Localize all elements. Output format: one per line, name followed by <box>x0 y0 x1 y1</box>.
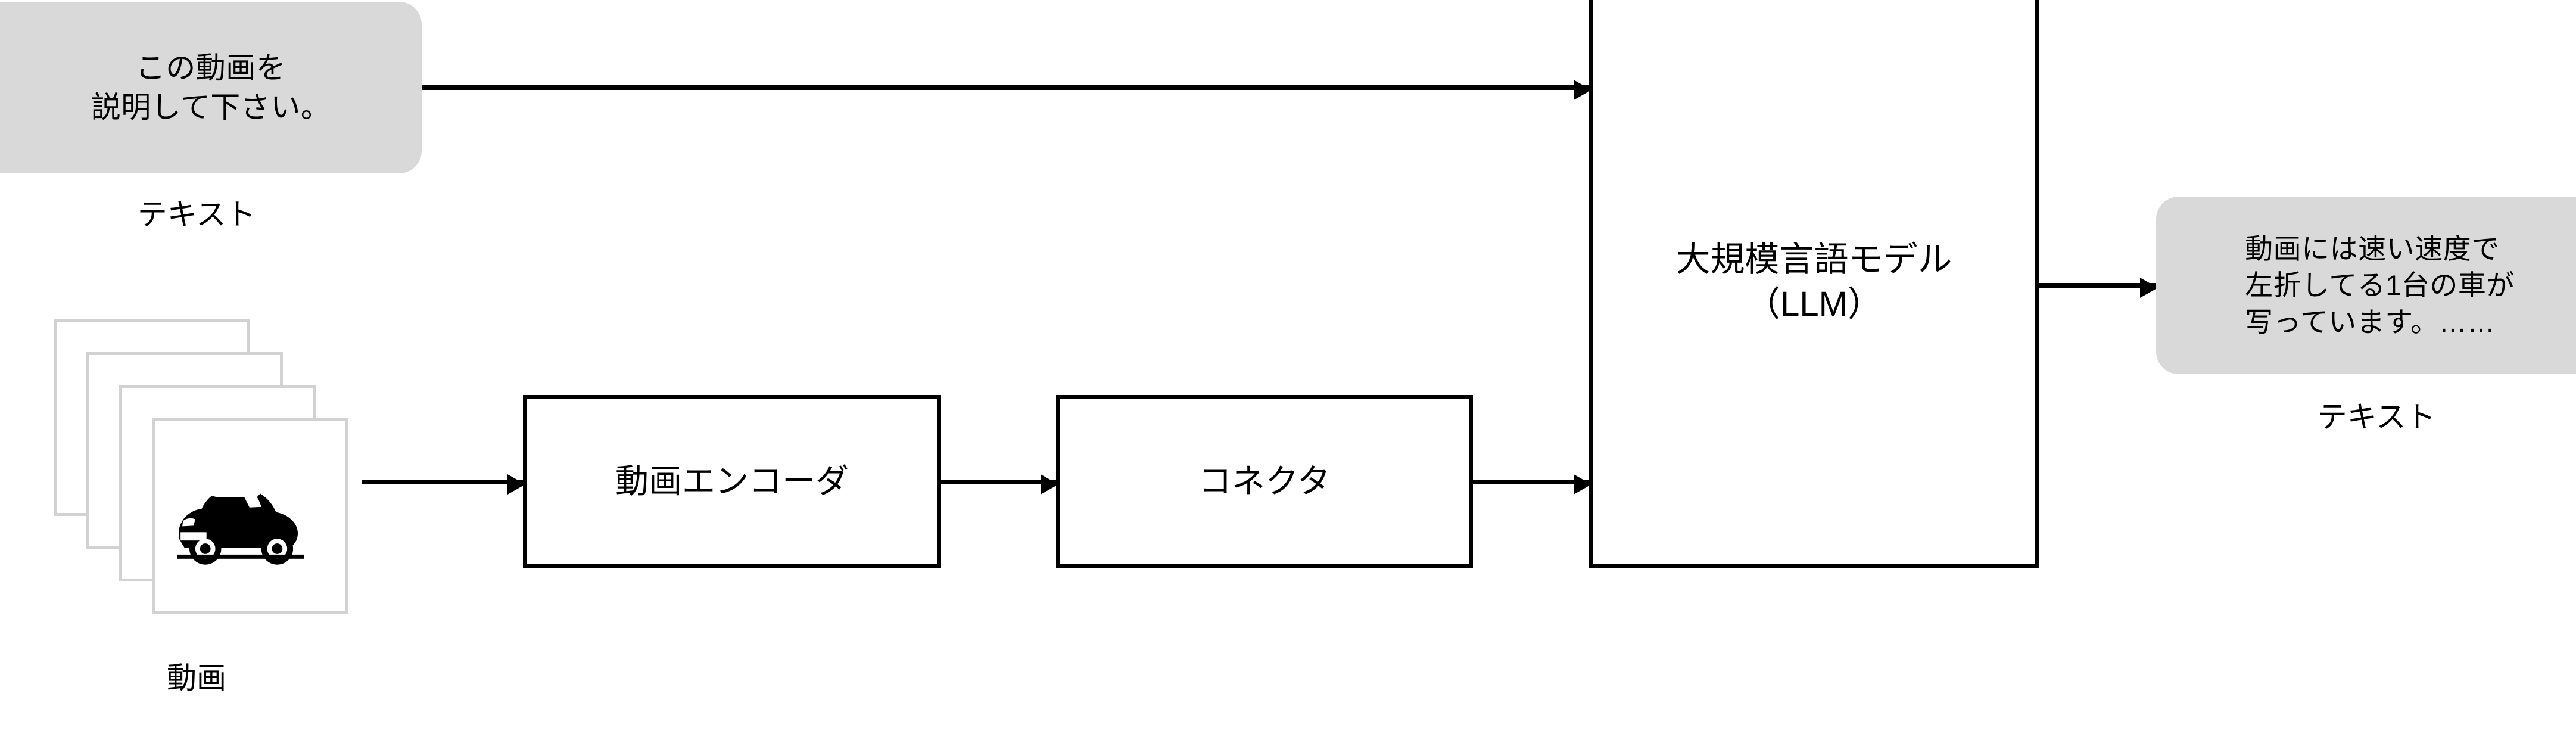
video-encoder-box: 動画エンコーダ <box>523 395 941 568</box>
connector-label: コネクタ <box>1198 462 1331 500</box>
prompt-caption-label: テキスト <box>137 198 256 231</box>
connector-box: コネクタ <box>1056 395 1473 568</box>
output-caption-label: テキスト <box>2317 400 2436 434</box>
arrow-video-to-encoder-icon <box>362 474 525 495</box>
arrow-llm-to-output-icon <box>2038 278 2158 298</box>
prompt-text-bubble: この動画を 説明して下さい。 <box>0 2 422 173</box>
arrow-prompt-to-llm-icon <box>422 80 1591 100</box>
llm-label: 大規模言語モデル （LLM） <box>1675 240 1952 324</box>
car-silhouette-icon <box>177 479 304 565</box>
arrow-connector-to-llm-icon <box>1471 474 1591 495</box>
llm-box: 大規模言語モデル （LLM） <box>1589 0 2039 568</box>
arrow-encoder-to-connector-icon <box>940 474 1058 495</box>
output-text-bubble: 動画には速い速度で 左折してる1台の車が 写っています。…… <box>2156 197 2576 374</box>
output-bubble-text: 動画には速い速度で 左折してる1台の車が 写っています。…… <box>2245 233 2515 338</box>
video-caption-label: 動画 <box>167 661 226 695</box>
video-encoder-label: 動画エンコーダ <box>615 462 849 500</box>
video-frame-stack <box>54 319 369 641</box>
video-frame <box>152 418 348 614</box>
prompt-bubble-text: この動画を 説明して下さい。 <box>91 51 331 124</box>
